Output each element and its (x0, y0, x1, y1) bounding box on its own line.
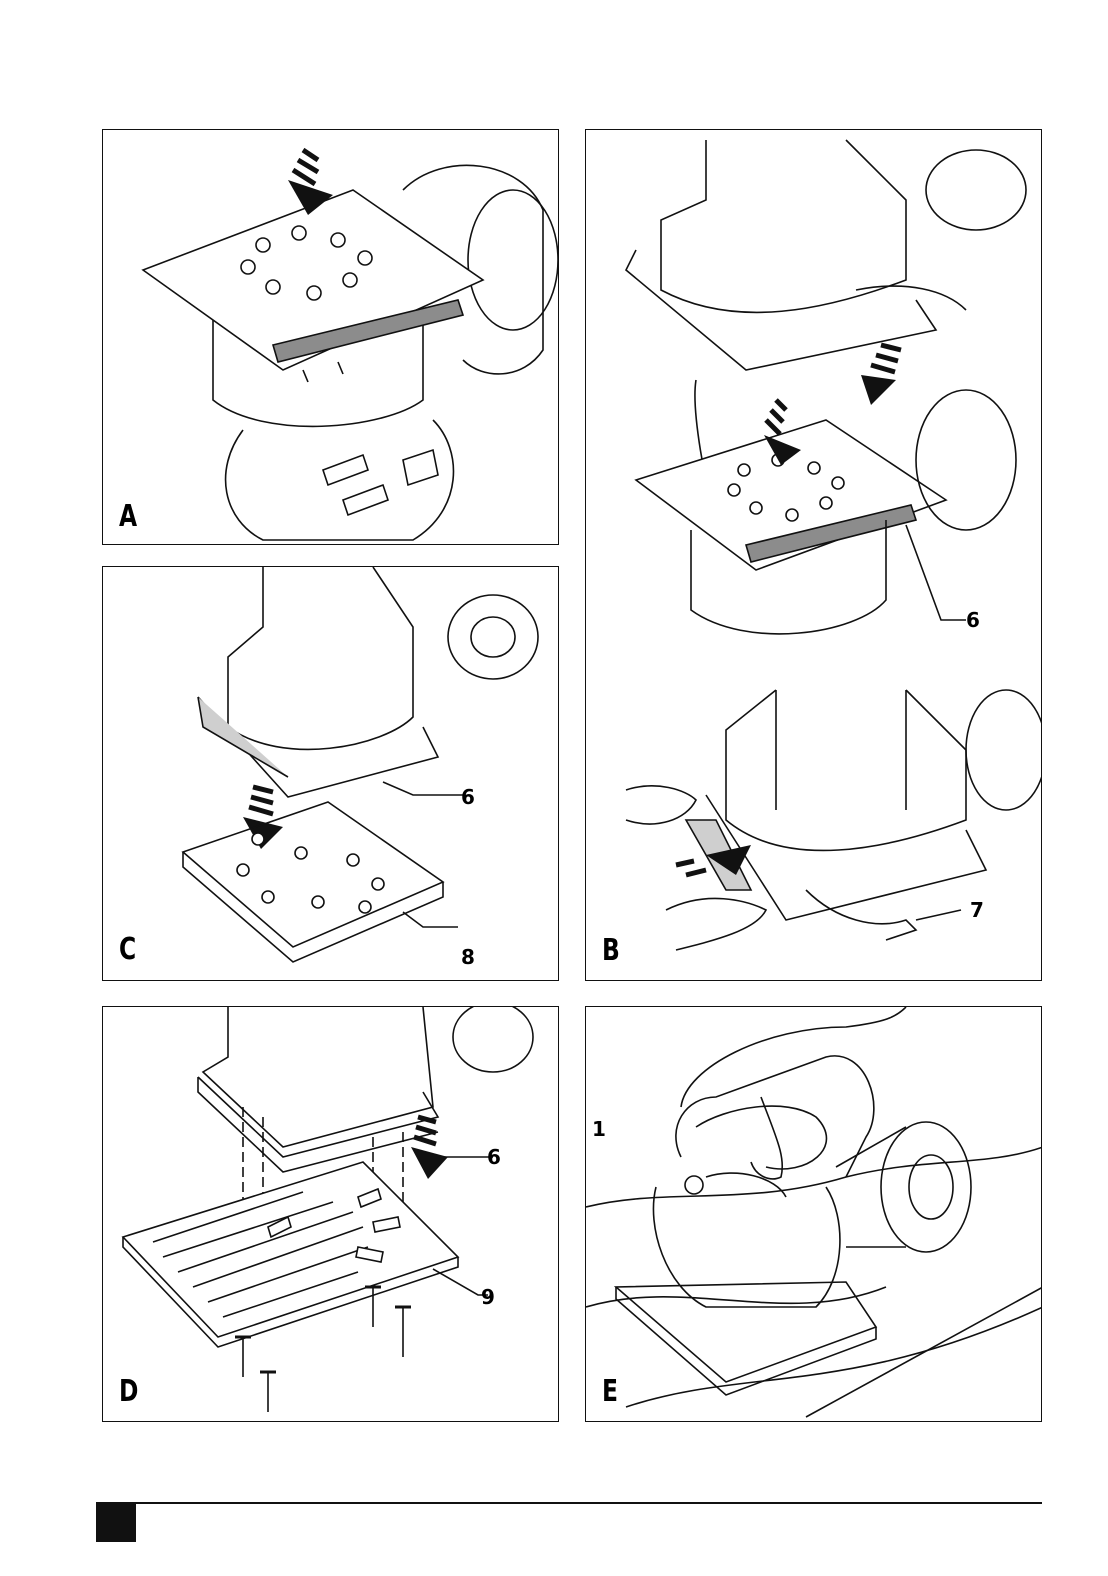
figure-panel-a: A (102, 129, 559, 545)
callout-label: 6 (966, 610, 980, 630)
sheet-clamp-illustration (586, 130, 1042, 981)
figure-panel-e: 1 E (585, 1006, 1042, 1422)
panel-letter-d: D (119, 1377, 138, 1407)
punch-plate-illustration (103, 567, 559, 981)
sanding-sheet-fitting-illustration (103, 130, 559, 545)
panel-letter-b: B (602, 936, 620, 966)
sander-in-use-illustration (586, 1007, 1042, 1422)
panel-letter-e: E (602, 1377, 618, 1407)
base-plate-replacement-illustration (103, 1007, 559, 1422)
callout-label: 8 (461, 947, 475, 967)
figure-panel-d: 6 9 D (102, 1006, 559, 1422)
callout-label: 6 (461, 787, 475, 807)
footer-rule (96, 1502, 1042, 1504)
panel-letter-a: A (119, 502, 137, 532)
callout-label: 9 (481, 1287, 495, 1307)
figure-panel-b: 6 7 B (585, 129, 1042, 981)
figure-panel-c: 6 8 C (102, 566, 559, 981)
page-number-block (96, 1502, 136, 1542)
callout-label: 7 (970, 900, 984, 920)
panel-letter-c: C (119, 935, 136, 965)
callout-label: 1 (592, 1119, 606, 1139)
callout-label: 6 (487, 1147, 501, 1167)
